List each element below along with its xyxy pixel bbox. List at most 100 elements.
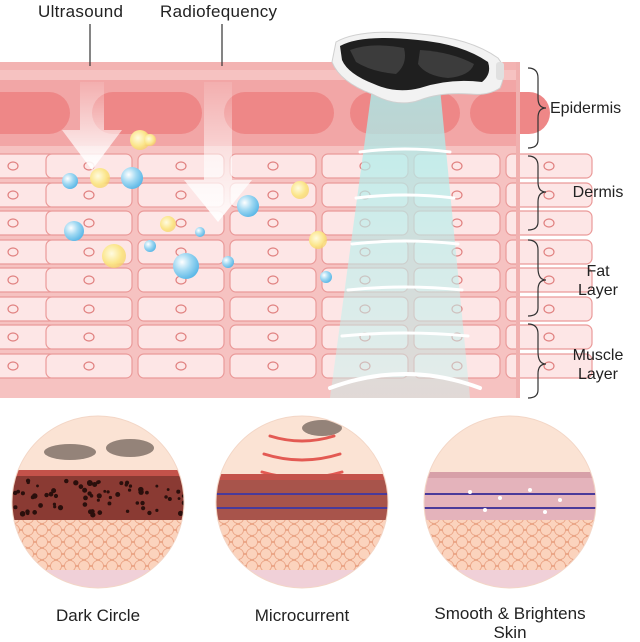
energy-bubble [121,167,143,189]
pigment-dot [115,492,121,497]
energy-bubble [222,256,234,268]
skin-cell [505,324,593,350]
pigment-dot [119,481,124,486]
pigment-dot [147,510,152,516]
pigment-dot [97,510,103,515]
bubbles [62,130,332,283]
pigment-dot [96,493,102,499]
pigment-dot [52,502,57,506]
pigment-dot [107,501,112,506]
pigment-dot [128,484,133,488]
pigment-dot [135,501,140,505]
pigment-dot [155,508,159,512]
energy-bubble [160,216,176,232]
energy-bubble [144,240,156,252]
pigment-dot [30,495,35,500]
device-light-beam [330,88,470,398]
pigment-dot [138,489,144,495]
skin-cross-section-diagram [0,24,593,399]
skin-cell [505,267,593,293]
pigment-dot [78,484,84,489]
pigment-dot [53,505,57,509]
pigment-dot [13,505,18,510]
skin-cell [137,353,225,379]
pigment-dot [125,509,130,514]
pigment-dot [83,495,88,501]
skin-cell [229,153,317,179]
pigment-dot [164,495,168,499]
pigment-dot [96,480,100,485]
pigment-dot [140,500,145,506]
pigment-dot [176,489,181,494]
eye-massager-device-icon [331,31,504,104]
pigment-dot [177,497,181,500]
skin-effects-circles [11,415,597,589]
energy-bubble [195,227,205,237]
skin-cell [45,296,133,322]
energy-bubble [90,168,110,188]
smooth-caption: Smooth & Brightens Skin [410,604,610,642]
pigment-dot [64,478,69,484]
beam-wave-lines [328,147,482,390]
skin-cell [505,182,593,208]
pigment-dots [12,478,184,518]
pigment-dot [20,491,25,496]
fat-layer-label: Fat Layer [556,262,640,300]
pigment-dot [25,511,30,516]
radiofrequency-label: Radiofequency [160,2,278,21]
energy-bubble [320,271,332,283]
skin-cell [505,210,593,236]
skin-cell [229,353,317,379]
skin-cell [137,210,225,236]
energy-bubble [64,221,84,241]
fat-label-line2: Layer [577,282,619,299]
energy-bubble [173,253,199,279]
pigment-dot [53,493,59,499]
pigment-dot [167,497,172,502]
pigment-dot [38,503,43,508]
skin-cell [505,296,593,322]
energy-bubble [62,173,78,189]
muscle-layer-label: Muscle Layer [556,346,640,384]
skin-cell [229,324,317,350]
smooth-caption-line1: Smooth & Brightens [434,604,586,623]
skin-cell [45,182,133,208]
pigment-dot [141,506,146,511]
skin-cell [137,267,225,293]
energy-bubble [102,244,126,268]
pigment-dot [166,488,170,491]
skin-cell [229,296,317,322]
microcurrent-caption: Microcurrent [254,606,350,625]
skin-cell [45,267,133,293]
pigment-dot [103,489,107,493]
skin-cell [229,239,317,265]
energy-bubble [130,130,150,150]
skin-cell [229,210,317,236]
pigment-dot [48,491,54,497]
skin-cell [0,267,57,293]
pigment-dot [127,488,132,492]
smooth-skin-illustration [424,416,596,588]
pigment-dot [124,483,128,487]
pigment-dot [82,502,88,507]
pigment-dot [106,490,110,494]
muscle-label-line1: Muscle [572,347,624,364]
energy-arrows [62,82,252,222]
pigment-dot [19,511,26,517]
skin-cell [505,353,593,379]
pigment-dot [57,504,64,511]
skin-cell [505,153,593,179]
pigment-dot [87,491,92,496]
layer-brackets [527,67,547,399]
pigment-dot [36,484,39,488]
skin-cell [45,324,133,350]
skin-cell [229,267,317,293]
energy-bubble [291,181,309,199]
pigment-dot [44,492,49,498]
dark-circle-caption: Dark Circle [55,606,141,625]
energy-bubble [237,195,259,217]
energy-bubble [144,134,156,146]
skin-cell [45,210,133,236]
pigment-dot [96,498,100,502]
pigment-dot [108,495,113,500]
